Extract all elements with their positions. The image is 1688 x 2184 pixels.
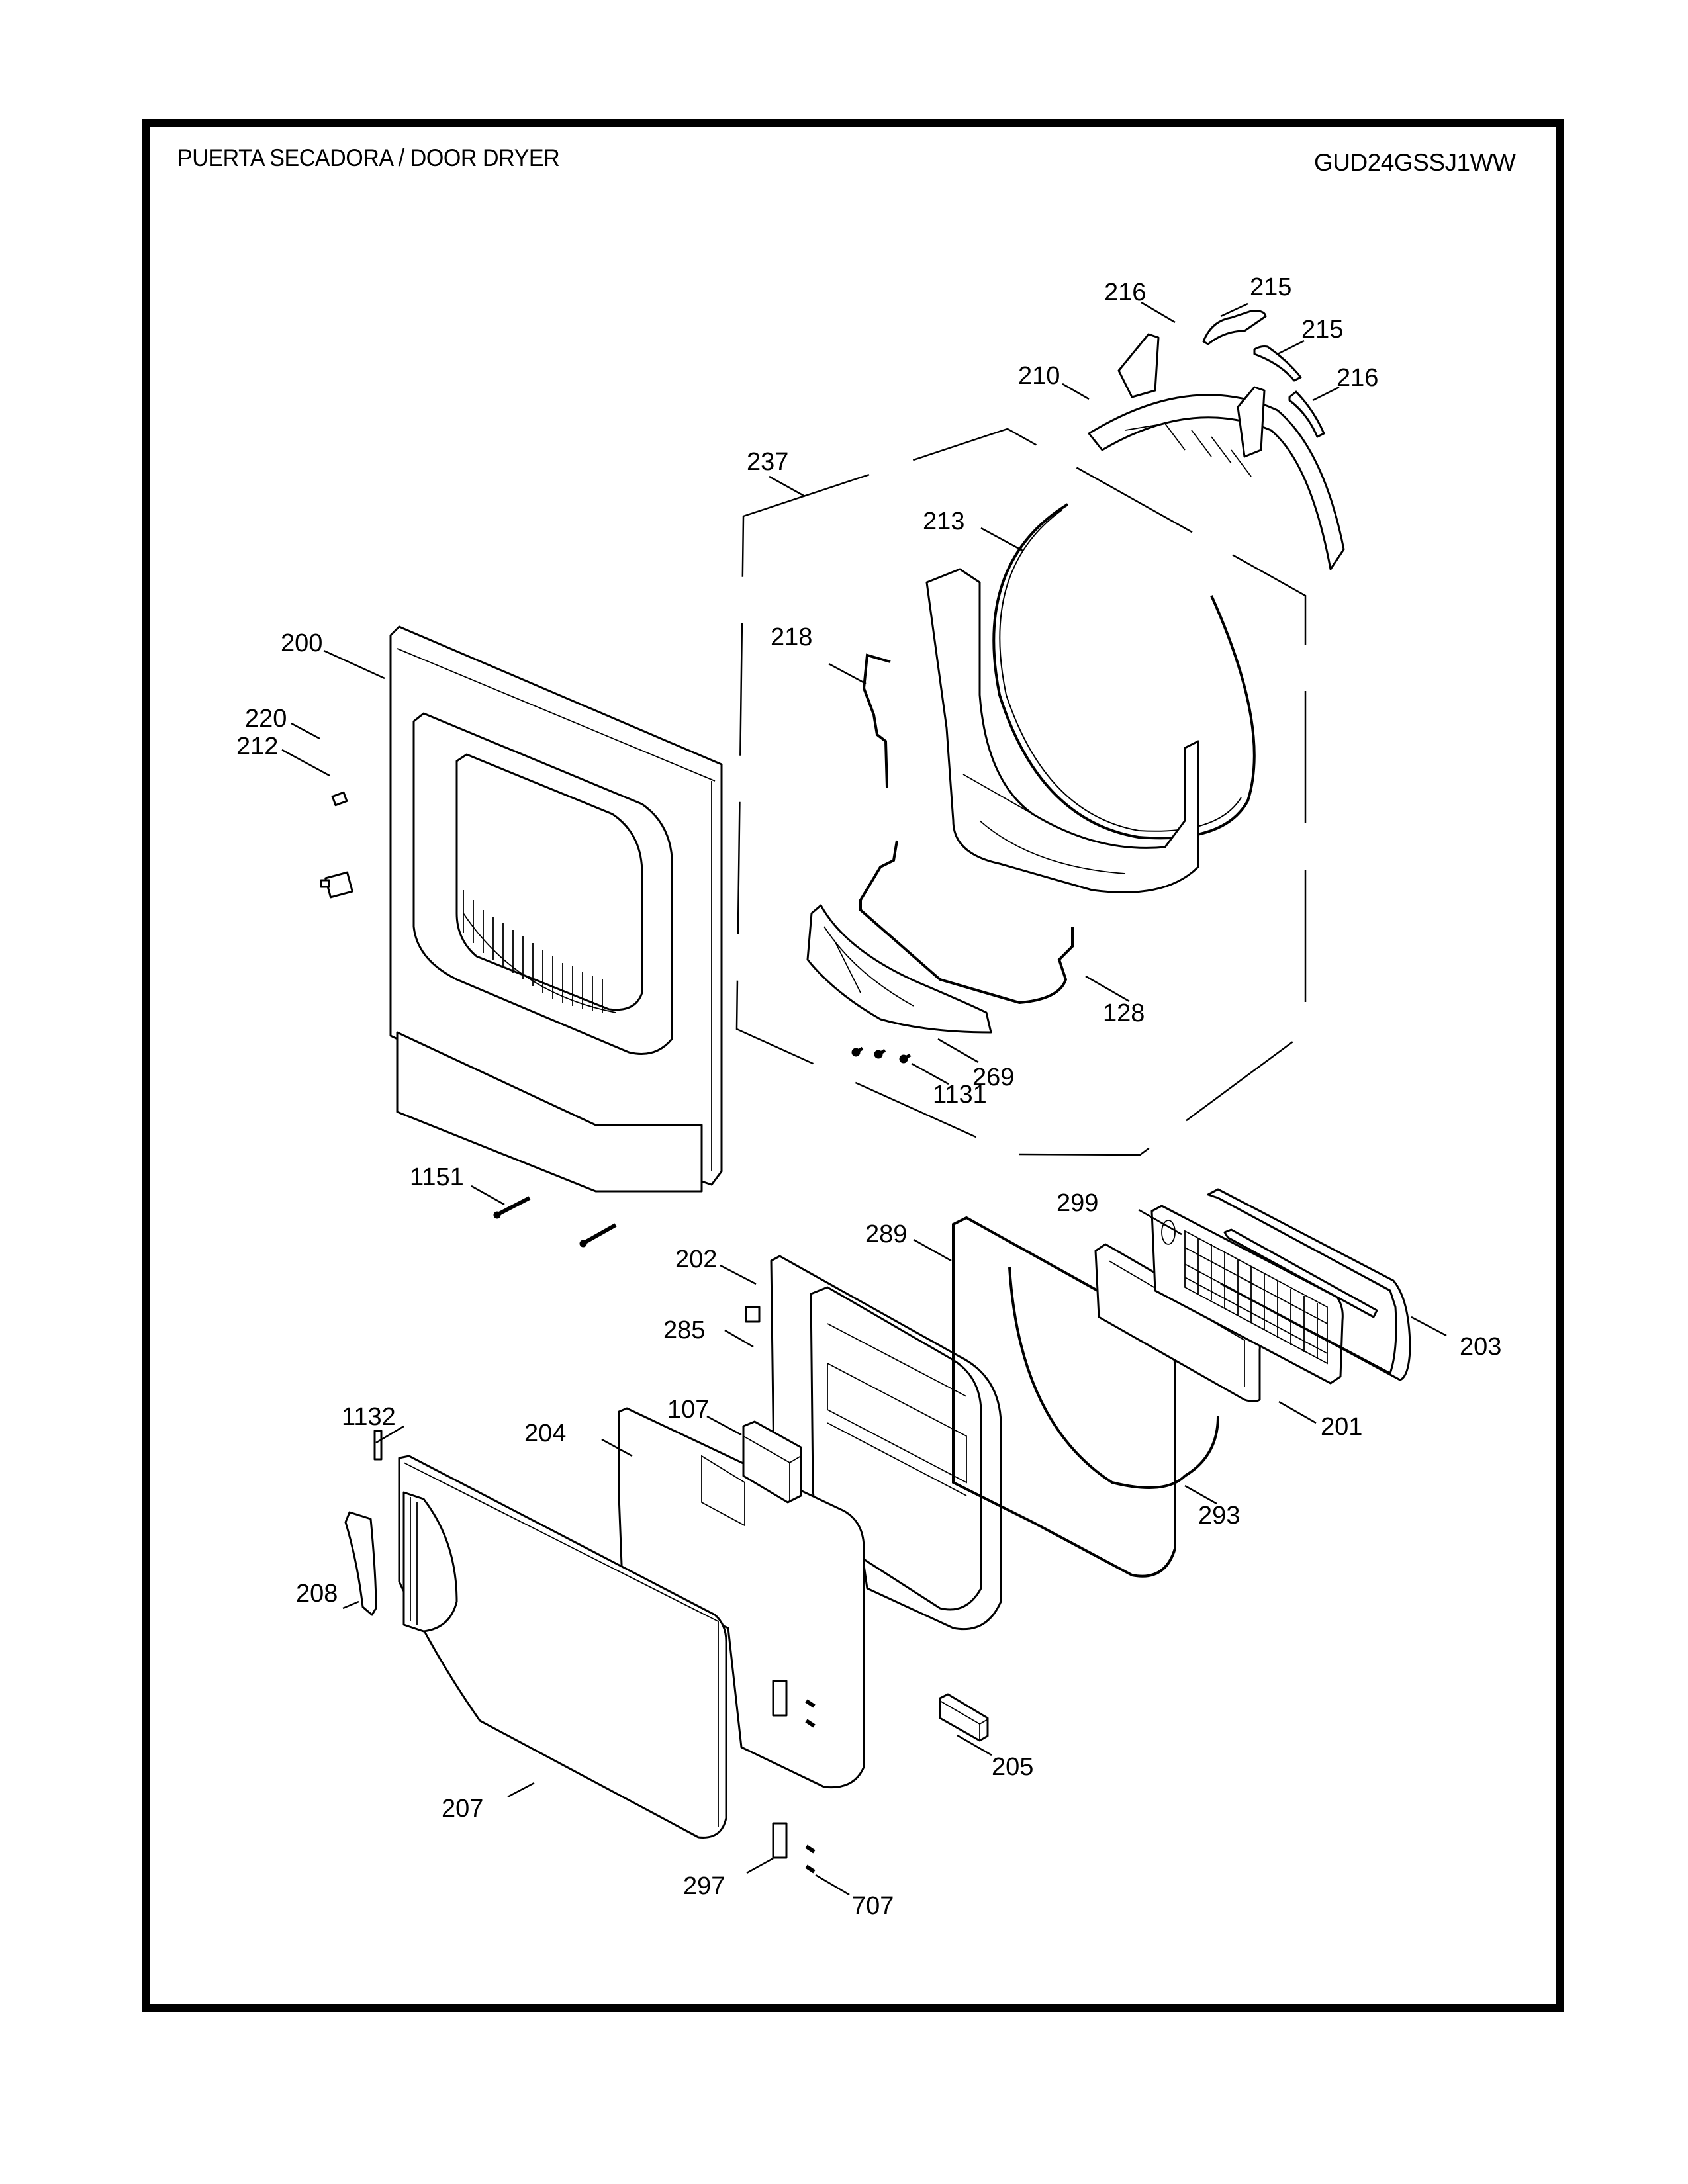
part-212-switch[interactable] <box>320 871 353 899</box>
model-number: GUD24GSSJ1WW <box>1314 149 1516 176</box>
callout-210: 210 <box>1018 362 1060 390</box>
callout-207: 207 <box>442 1795 483 1823</box>
callout-297: 297 <box>683 1872 725 1900</box>
part-200-front-panel[interactable] <box>389 625 723 1193</box>
part-213-seal[interactable] <box>992 503 1256 840</box>
part-237-duct-housing[interactable] <box>925 568 1199 893</box>
part-1151-screws[interactable] <box>493 1196 617 1248</box>
part-204-door-liner[interactable] <box>618 1407 865 1789</box>
callout-293: 293 <box>1198 1502 1240 1529</box>
callout-216: 216 <box>1336 364 1378 392</box>
callout-128: 128 <box>1103 999 1145 1027</box>
part-203-filter-frame[interactable] <box>1207 1188 1411 1381</box>
part-1131-screws[interactable] <box>851 1046 912 1064</box>
vent-slots <box>463 890 603 1013</box>
callout-1131: 1131 <box>933 1081 987 1109</box>
callout-216: 216 <box>1104 279 1146 306</box>
callout-285: 285 <box>663 1316 705 1344</box>
leader-lines <box>281 301 1447 1896</box>
callout-labels: 216 215 215 216 210 237 213 218 200 220 … <box>236 273 1501 1920</box>
callout-1132: 1132 <box>342 1403 396 1431</box>
callout-107: 107 <box>667 1396 709 1424</box>
callout-289: 289 <box>865 1220 907 1248</box>
callout-215: 215 <box>1301 316 1343 343</box>
callout-200: 200 <box>281 629 322 657</box>
callout-220: 220 <box>245 705 287 733</box>
part-216-clip-b[interactable] <box>1288 390 1325 438</box>
callout-237: 237 <box>747 448 788 476</box>
part-hinge-upper[interactable] <box>772 1680 788 1717</box>
callout-202: 202 <box>675 1246 717 1273</box>
part-216-clip-top[interactable] <box>1202 310 1267 345</box>
part-220-clip[interactable] <box>331 791 348 807</box>
drawing-frame <box>142 119 1564 2012</box>
callout-1151: 1151 <box>410 1163 464 1191</box>
page-title: PUERTA SECADORA / DOOR DRYER <box>177 144 560 171</box>
part-707-screws[interactable] <box>805 1699 816 1874</box>
callout-299: 299 <box>1056 1189 1098 1217</box>
callout-213: 213 <box>923 508 964 535</box>
callout-215: 215 <box>1250 273 1291 301</box>
part-208-handle[interactable] <box>344 1511 377 1616</box>
part-210-bracket[interactable] <box>1088 333 1345 570</box>
part-269-duct-cover[interactable] <box>806 904 992 1034</box>
part-218-wire[interactable] <box>862 653 891 788</box>
part-285-clip[interactable] <box>745 1306 761 1323</box>
callout-707: 707 <box>852 1892 894 1920</box>
part-215-clip-a[interactable] <box>1253 345 1302 382</box>
callout-201: 201 <box>1321 1413 1362 1441</box>
callout-203: 203 <box>1460 1333 1501 1361</box>
callout-208: 208 <box>296 1580 338 1608</box>
part-207-outer-door[interactable] <box>398 1455 727 1839</box>
assembly-237-outline <box>735 428 1307 1156</box>
part-293-seal[interactable] <box>1008 1267 1219 1489</box>
part-107-block[interactable] <box>742 1420 802 1504</box>
callout-218: 218 <box>771 623 812 651</box>
part-128-harness[interactable] <box>859 840 1074 1005</box>
callout-212: 212 <box>236 733 278 760</box>
part-1132-plate[interactable] <box>373 1430 383 1461</box>
part-205-block[interactable] <box>939 1693 989 1742</box>
part-297-hinge[interactable] <box>772 1822 788 1859</box>
callout-205: 205 <box>992 1753 1033 1781</box>
callout-204: 204 <box>524 1420 566 1447</box>
callout-269: 269 <box>972 1064 1014 1091</box>
label-area <box>701 1455 745 1527</box>
